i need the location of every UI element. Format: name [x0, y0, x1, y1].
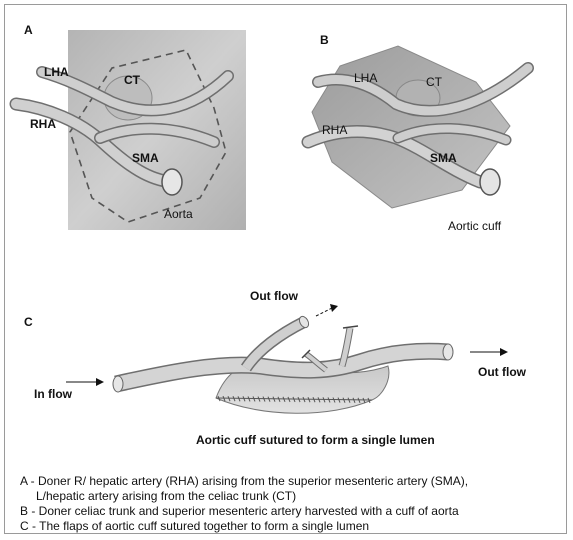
- label-ct-b: CT: [426, 75, 443, 89]
- legend-b: B - Doner celiac trunk and superior mese…: [20, 504, 459, 519]
- label-out-flow-right: Out flow: [478, 365, 527, 379]
- label-lha-a: LHA: [44, 65, 69, 79]
- legend-a-line2: L/hepatic artery arising from the celiac…: [36, 489, 296, 504]
- panel-a: A LHA CT RHA SMA Aorta: [16, 23, 246, 230]
- outflow-top-arrow: [316, 304, 338, 316]
- panel-b-letter: B: [320, 33, 329, 47]
- inflow-arrow: [66, 378, 104, 386]
- label-in-flow: In flow: [34, 387, 73, 401]
- label-rha-a: RHA: [30, 117, 56, 131]
- label-rha-b: RHA: [322, 123, 347, 137]
- outflow-right-arrow: [470, 348, 508, 356]
- label-sma-b: SMA: [430, 151, 457, 165]
- panel-b: B LHA CT RHA SMA Aortic cuff: [308, 33, 528, 233]
- label-sma-a: SMA: [132, 151, 159, 165]
- label-aorta: Aorta: [164, 207, 193, 221]
- label-lha-b: LHA: [354, 71, 377, 85]
- panel-c-letter: C: [24, 315, 33, 329]
- panel-c: C Out flow In flow Out flow Aortic cuff …: [24, 289, 527, 447]
- ligature-1: [343, 326, 358, 328]
- legend-a-line1: A - Doner R/ hepatic artery (RHA) arisin…: [20, 474, 468, 489]
- label-aortic-cuff: Aortic cuff: [448, 219, 502, 233]
- panel-a-letter: A: [24, 23, 33, 37]
- panel-c-caption: Aortic cuff sutured to form a single lum…: [196, 433, 435, 447]
- legend-c: C - The flaps of aortic cuff sutured tog…: [20, 519, 369, 534]
- label-out-flow-top: Out flow: [250, 289, 299, 303]
- inflow-lumen: [113, 376, 123, 392]
- sma-lumen-b: [480, 169, 500, 195]
- sma-lumen-a: [162, 169, 182, 195]
- label-ct-a: CT: [124, 73, 141, 87]
- outflow-lumen: [443, 344, 453, 360]
